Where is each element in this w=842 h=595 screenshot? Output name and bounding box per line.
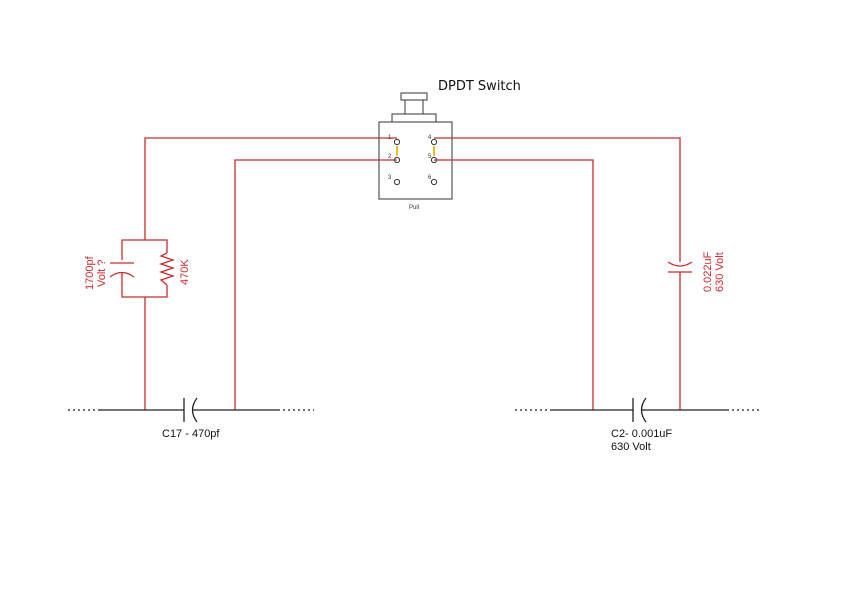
c2-branch	[515, 397, 762, 423]
switch-title: DPDT Switch	[438, 79, 521, 94]
label-1700pf: 1700pf	[84, 255, 96, 290]
rc-top-bus	[121, 239, 168, 260]
label-0022uf: 0.022uF	[702, 251, 714, 292]
label-c2: C2- 0.001uF	[611, 428, 672, 440]
label-volt-unknown: Volt ?	[96, 259, 108, 287]
label-c2-volt: 630 Volt	[611, 441, 651, 453]
wire-pin5-right	[434, 159, 594, 410]
pin-label-5: 5	[428, 154, 432, 160]
switch-pin-6	[430, 178, 438, 186]
pin-label-3: 3	[388, 175, 392, 181]
switch-pull-label: Pull	[409, 205, 419, 211]
resistor-470k	[158, 252, 176, 286]
wire-pin1-left	[144, 137, 397, 240]
label-630-volt-right: 630 Volt	[714, 252, 726, 292]
label-c17: C17 - 470pf	[162, 428, 220, 440]
left-rc-network	[109, 239, 176, 410]
rc-bottom-bus	[121, 280, 168, 298]
switch-pin-4	[430, 138, 438, 146]
pin-label-6: 6	[428, 175, 432, 181]
wire-pin2-left	[234, 159, 397, 410]
pin-label-2: 2	[388, 154, 392, 160]
right-cap-0022uf	[667, 261, 693, 410]
switch-collar	[391, 113, 437, 123]
switch-pin-1	[393, 138, 401, 146]
pin-label-4: 4	[428, 135, 432, 141]
wire-pin4-right	[434, 137, 681, 262]
dpdt-switch: 1 2 3 4 5 6 Pull DPDT Switch	[378, 79, 521, 211]
cap-0022uf-plate-top	[667, 261, 693, 267]
switch-knob-cap	[400, 92, 428, 101]
switch-pin-3	[393, 178, 401, 186]
label-470k: 470K	[179, 259, 191, 285]
c17-branch	[68, 397, 314, 423]
wiring	[109, 137, 693, 410]
switch-knob-stem	[404, 99, 424, 115]
